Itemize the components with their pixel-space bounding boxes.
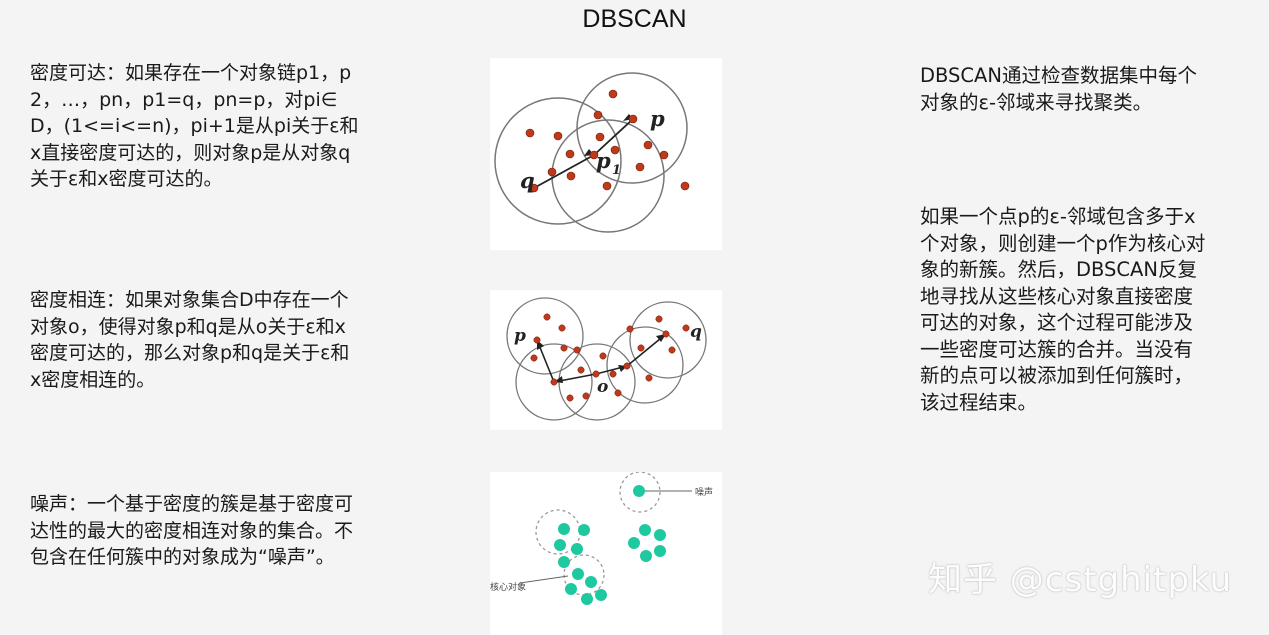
- label-p: p: [514, 326, 526, 346]
- noise-definition: 噪声：一个基于密度的簇是基于密度可达性的最大的密度相连对象的集合。不包含在任何簇…: [30, 493, 354, 568]
- noise-label: 噪声: [695, 486, 713, 498]
- label-p: p: [650, 106, 665, 131]
- slide-title: DBSCAN: [582, 5, 687, 33]
- label-q: q: [690, 322, 702, 342]
- density-connected-figure: p q o: [490, 290, 722, 430]
- watermark: 知乎 @cstghitpku: [928, 560, 1233, 600]
- red-data-points: [525, 89, 690, 193]
- core-object-label: 核心对象: [490, 581, 526, 593]
- dbscan-intro-text: DBSCAN通过检查数据集中每个对象的ε-邻域来寻找聚类。: [920, 64, 1197, 114]
- dbscan-process-text: 如果一个点p的ε-邻域包含多于x个对象，则创建一个p作为核心对象的新簇。然后，D…: [920, 205, 1206, 414]
- label-q: q: [520, 168, 535, 193]
- label-o: o: [597, 377, 608, 397]
- noise-figure: 噪声 核心对象: [490, 472, 722, 635]
- density-reachable-figure: q p p 1: [490, 58, 722, 250]
- label-p1: p: [596, 148, 611, 173]
- density-connected-definition: 密度相连：如果对象集合D中存在一个对象o，使得对象p和q是从o关于ε和x密度可达…: [30, 289, 350, 391]
- label-p1-subscript: 1: [612, 163, 621, 178]
- red-data-points: [530, 313, 690, 402]
- density-reachable-definition: 密度可达：如果存在一个对象链p1，p2，…，pn，p1=q，pn=p，对pi∈D…: [30, 62, 359, 190]
- teal-data-points: [554, 485, 666, 605]
